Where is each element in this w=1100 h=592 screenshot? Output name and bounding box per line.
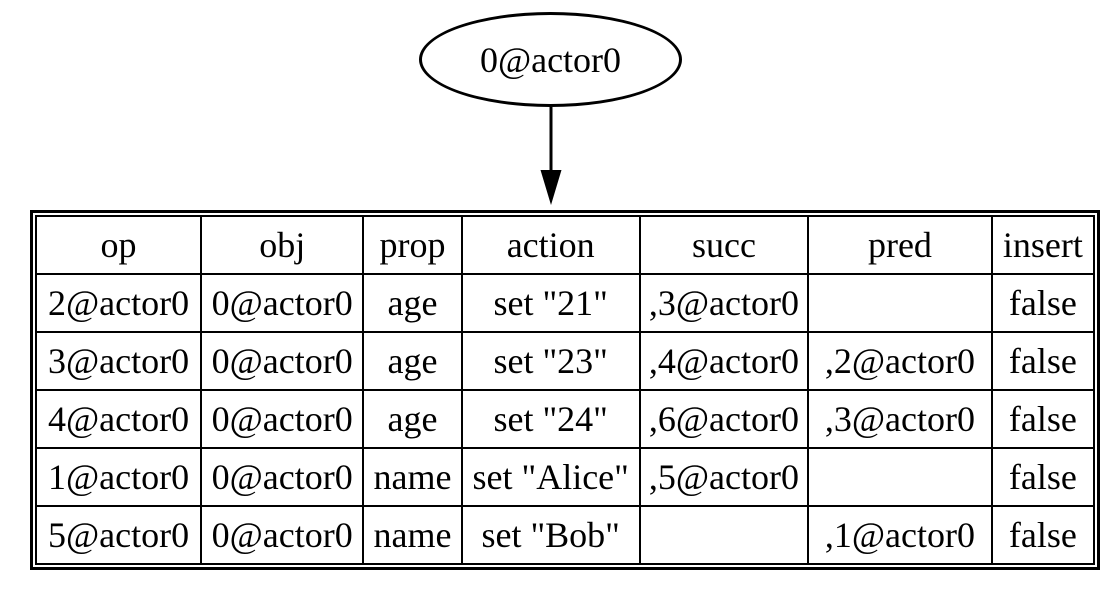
table-cell-pred: ,2@actor0	[807, 331, 993, 391]
root-node-label: 0@actor0	[479, 39, 622, 80]
table-cell-prop: age	[362, 331, 463, 391]
table-cell-prop: name	[362, 447, 463, 507]
column-header-action: action	[460, 215, 641, 275]
table-cell-prop: age	[362, 273, 463, 333]
table-cell-action: set "Alice"	[460, 447, 641, 507]
table-cell-op: 2@actor0	[34, 273, 203, 333]
table-cell-action: set "23"	[460, 331, 641, 391]
table-cell-insert: false	[990, 273, 1096, 333]
table-cell-succ: ,4@actor0	[638, 331, 810, 391]
column-header-insert: insert	[990, 215, 1096, 275]
table-cell-op: 3@actor0	[34, 331, 203, 391]
table-cell-obj: 0@actor0	[200, 505, 365, 565]
arrowhead-icon	[540, 170, 562, 205]
table-cell-obj: 0@actor0	[200, 389, 365, 449]
root-node-ellipse: 0@actor0	[419, 12, 682, 107]
table-cell-op: 4@actor0	[34, 389, 203, 449]
column-header-prop: prop	[362, 215, 463, 275]
column-header-succ: succ	[638, 215, 810, 275]
table-cell-prop: age	[362, 389, 463, 449]
table-cell-succ: ,3@actor0	[638, 273, 810, 333]
table-cell-prop: name	[362, 505, 463, 565]
column-header-pred: pred	[807, 215, 993, 275]
table-cell-pred: ,3@actor0	[807, 389, 993, 449]
column-header-op: op	[34, 215, 203, 275]
table-cell-obj: 0@actor0	[200, 273, 365, 333]
table-cell-action: set "24"	[460, 389, 641, 449]
table-cell-insert: false	[990, 331, 1096, 391]
table-cell-insert: false	[990, 447, 1096, 507]
table-cell-insert: false	[990, 505, 1096, 565]
table-cell-pred	[807, 273, 993, 333]
table-cell-obj: 0@actor0	[200, 331, 365, 391]
table-cell-insert: false	[990, 389, 1096, 449]
column-header-obj: obj	[200, 215, 365, 275]
table-cell-action: set "Bob"	[460, 505, 641, 565]
table-cell-succ: ,6@actor0	[638, 389, 810, 449]
table-cell-action: set "21"	[460, 273, 641, 333]
table-cell-pred: ,1@actor0	[807, 505, 993, 565]
table-cell-obj: 0@actor0	[200, 447, 365, 507]
table-cell-succ: ,5@actor0	[638, 447, 810, 507]
table-cell-pred	[807, 447, 993, 507]
table-cell-succ	[638, 505, 810, 565]
table-cell-op: 5@actor0	[34, 505, 203, 565]
table-cell-op: 1@actor0	[34, 447, 203, 507]
